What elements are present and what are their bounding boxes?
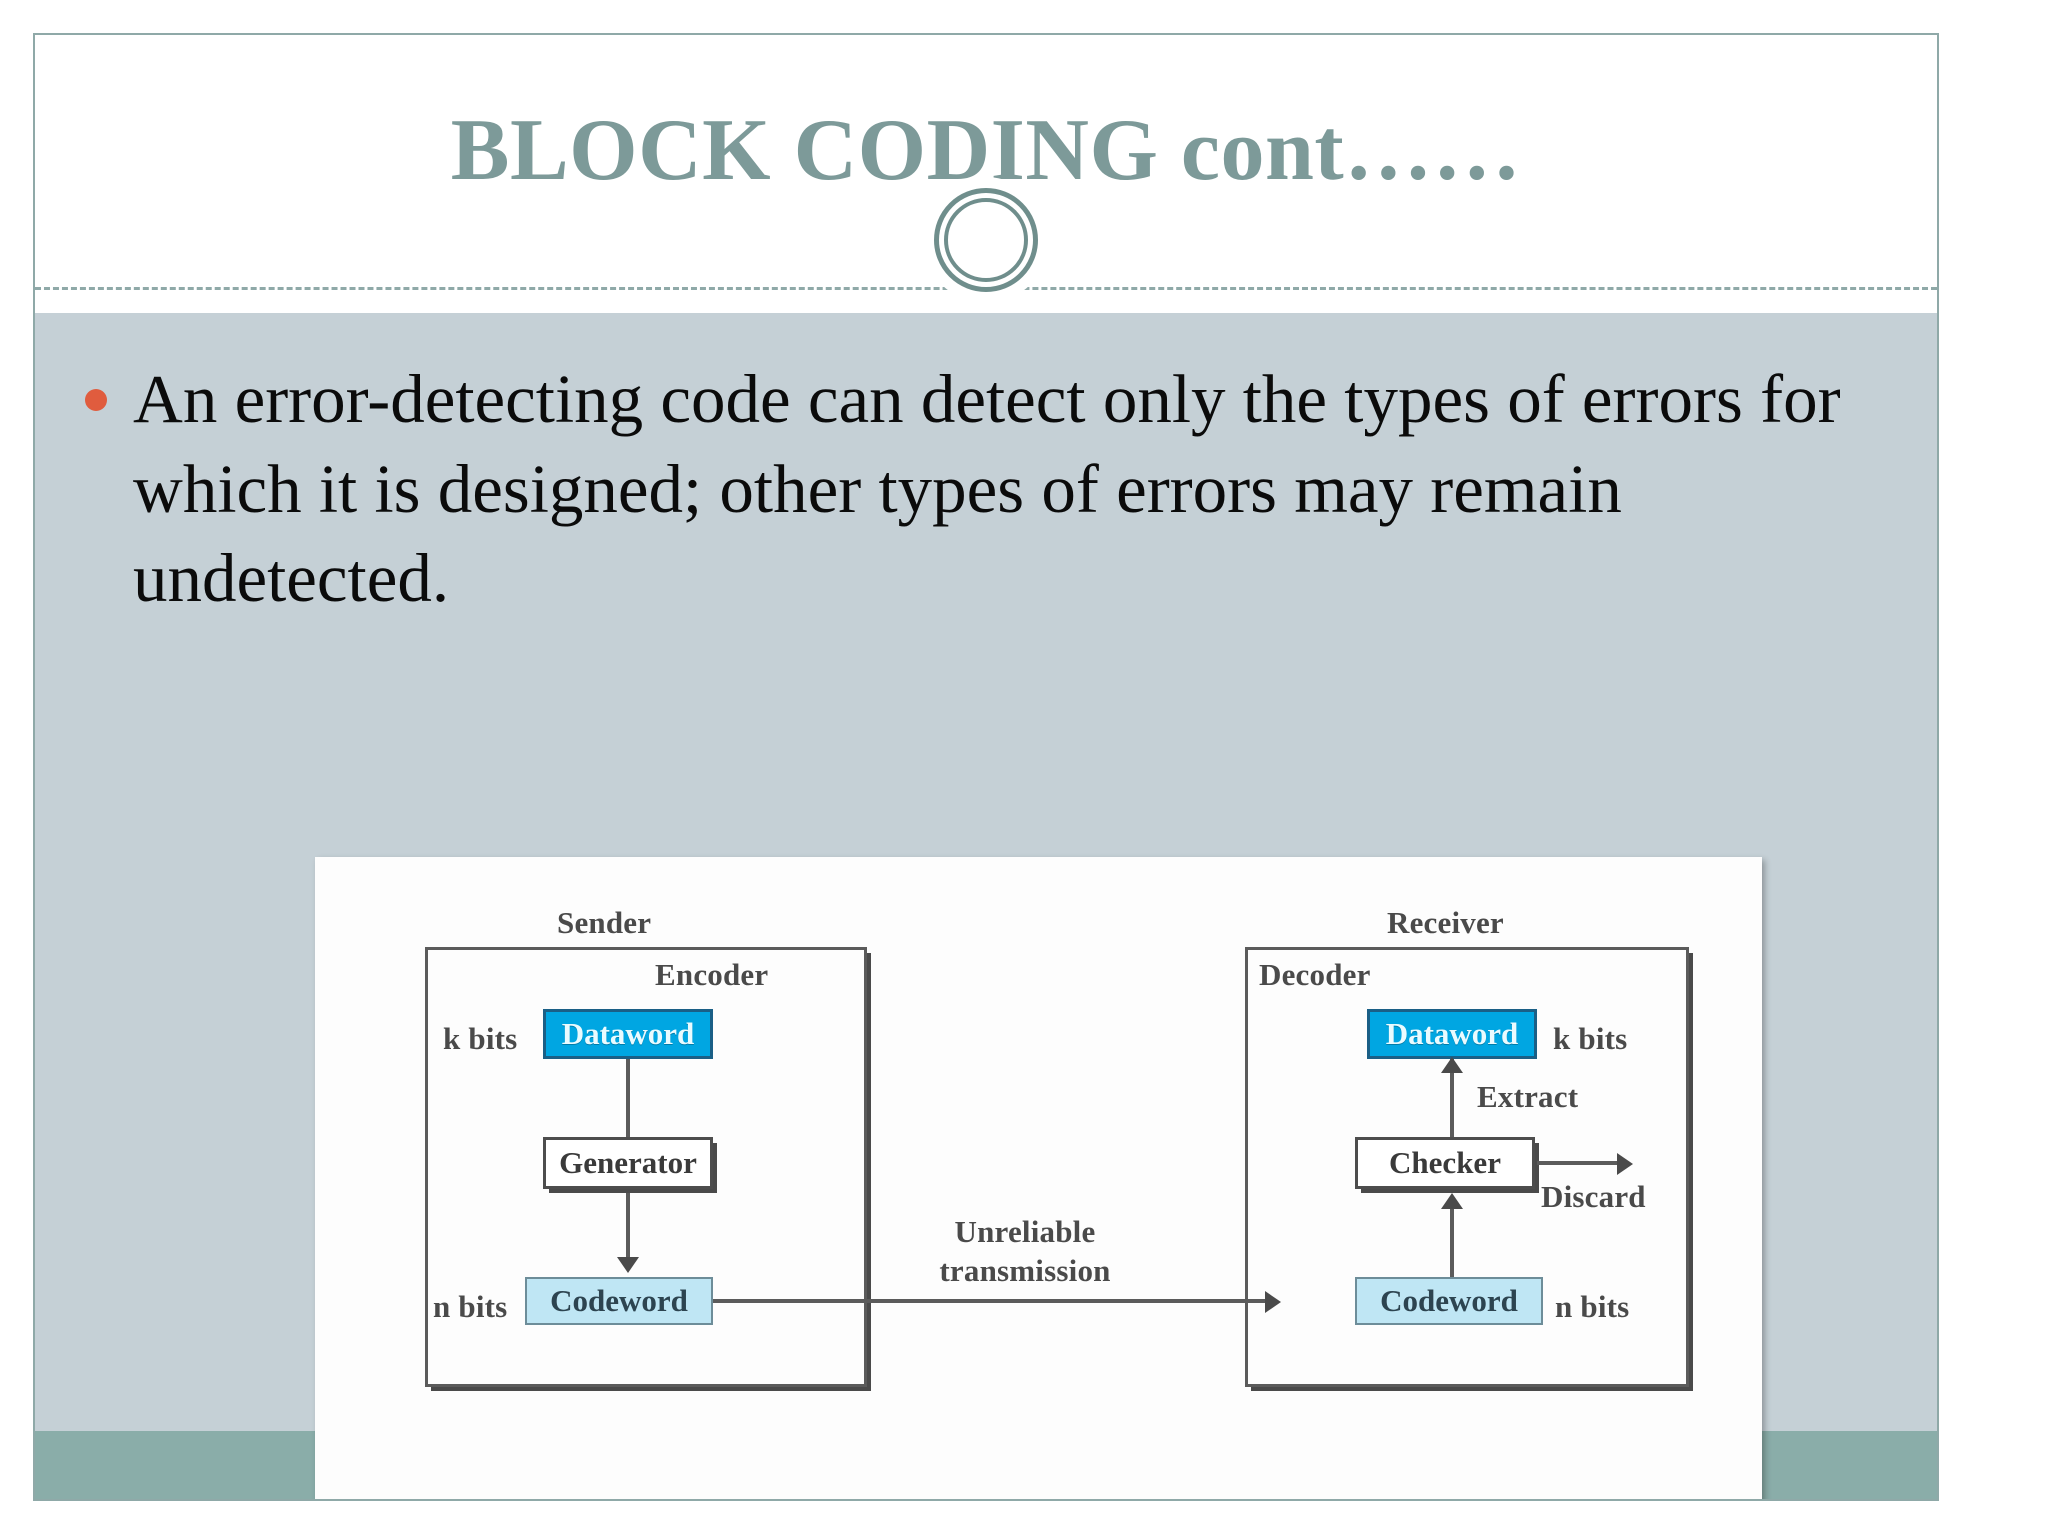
extract-connector: [1450, 1059, 1454, 1139]
transmission-line: [713, 1299, 1269, 1303]
sender-dataword-box: Dataword: [543, 1009, 713, 1059]
bullet-text: An error-detecting code can detect only …: [133, 361, 1841, 617]
sender-encoder-panel: [425, 947, 867, 1387]
receiver-n-bits-label: n bits: [1555, 1289, 1630, 1324]
transmission-arrowhead-icon: [1265, 1291, 1281, 1313]
sender-k-bits-label: k bits: [443, 1021, 518, 1056]
discard-connector: [1537, 1161, 1621, 1165]
codeword-checker-connector: [1450, 1197, 1454, 1277]
receiver-codeword-box: Codeword: [1355, 1277, 1543, 1325]
generator-codeword-connector: [626, 1193, 630, 1261]
generator-box: Generator: [543, 1137, 713, 1189]
extract-label: Extract: [1477, 1079, 1579, 1114]
receiver-dataword-box: Dataword: [1367, 1009, 1537, 1059]
sender-codeword-box: Codeword: [525, 1277, 713, 1325]
bullet-dot-icon: [85, 389, 107, 411]
sender-n-bits-label: n bits: [433, 1289, 508, 1324]
circle-inner-ring: [944, 198, 1028, 282]
block-coding-diagram: Sender Encoder k bits Dataword Generator…: [315, 857, 1762, 1499]
unreliable-transmission-line1: Unreliable: [954, 1214, 1096, 1249]
receiver-k-bits-label: k bits: [1553, 1021, 1628, 1056]
receiver-decoder-panel: [1245, 947, 1689, 1387]
bullet-item: An error-detecting code can detect only …: [85, 355, 1885, 624]
receiver-title: Receiver: [1387, 905, 1504, 940]
checker-box: Checker: [1355, 1137, 1535, 1189]
generator-codeword-arrowhead-icon: [617, 1257, 639, 1273]
sender-dataword-generator-connector: [626, 1059, 630, 1137]
unreliable-transmission-line2: transmission: [939, 1252, 1111, 1288]
encoder-label: Encoder: [655, 957, 769, 992]
unreliable-transmission-label: Unreliable transmission: [915, 1213, 1135, 1291]
codeword-checker-arrowhead-icon: [1441, 1193, 1463, 1209]
discard-label: Discard: [1541, 1179, 1646, 1214]
content-area: An error-detecting code can detect only …: [85, 355, 1885, 624]
circle-outer-ring: [934, 188, 1038, 292]
slide: BLOCK CODING cont…… An error-detecting c…: [33, 33, 1939, 1501]
extract-arrowhead-icon: [1441, 1057, 1463, 1073]
discard-arrowhead-icon: [1617, 1153, 1633, 1175]
decoder-label: Decoder: [1259, 957, 1371, 992]
sender-title: Sender: [557, 905, 652, 940]
circle-decoration-icon: [923, 177, 1049, 303]
